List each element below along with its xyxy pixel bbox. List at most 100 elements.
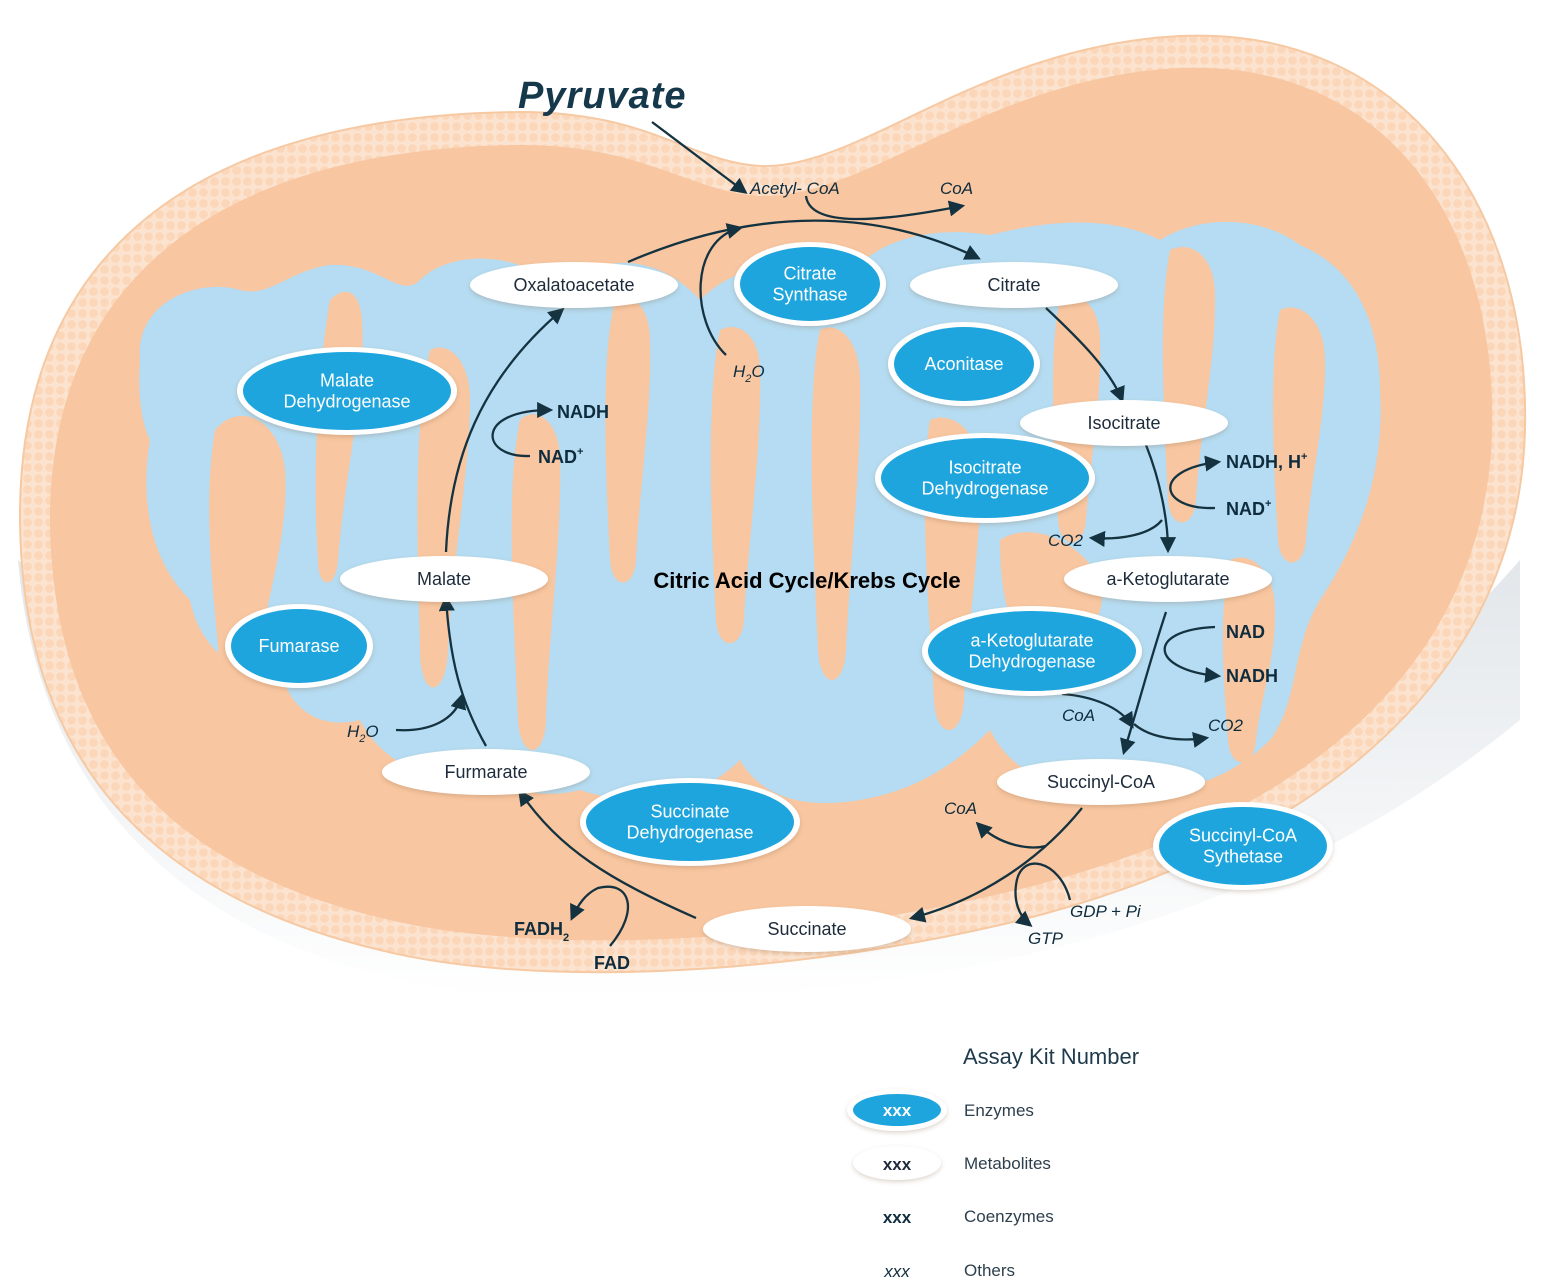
nadh-malate-label: NADH <box>557 402 609 422</box>
co2-akg-label: CO2 <box>1208 716 1244 735</box>
enzyme-pill <box>231 609 367 683</box>
enzyme-label: Dehydrogenase <box>968 652 1095 672</box>
metabolite-label: Furmarate <box>444 762 527 782</box>
coa-top-label: CoA <box>940 179 973 198</box>
enzyme-pill <box>894 327 1034 401</box>
fadh2-sub: 2 <box>563 932 569 944</box>
cycle-arrows <box>395 121 1222 947</box>
metabolite-oxaloacetate: Oxalatoacetate <box>470 262 678 308</box>
nad-malate-sup: + <box>577 446 583 458</box>
h2o-top-label: H2O <box>733 362 765 385</box>
legend-metabolite-label: Metabolites <box>964 1154 1051 1173</box>
fadh2-label: FADH2 <box>514 919 569 944</box>
nadh-akg-label: NADH <box>1226 666 1278 686</box>
nad-malate-text: NAD <box>538 447 577 467</box>
enzyme-nodes: CitrateSynthaseAconitaseIsocitrateDehydr… <box>225 242 1333 890</box>
metabolite-label: Malate <box>417 569 471 589</box>
enzyme-fumarase: Fumarase <box>225 604 373 688</box>
metabolite-furmarate: Furmarate <box>382 749 590 795</box>
enzyme-pill <box>586 783 794 861</box>
enzyme-label: Dehydrogenase <box>626 823 753 843</box>
enzyme-label: Fumarase <box>258 636 339 656</box>
metabolite-citrate: Citrate <box>910 262 1118 308</box>
acetyl-coa-label: Acetyl- CoA <box>749 179 840 198</box>
legend-coenzyme-label: Coenzymes <box>964 1207 1054 1226</box>
nad-iso-sup: + <box>1265 498 1271 510</box>
enzyme-label: Dehydrogenase <box>921 479 1048 499</box>
metabolite-pill <box>910 262 1118 308</box>
fad-label: FAD <box>594 953 630 973</box>
nad-akg-label: NAD <box>1226 622 1265 642</box>
legend-enzyme-label: Enzymes <box>964 1101 1034 1120</box>
h2o-top-sub: 2 <box>744 373 751 385</box>
enzyme-label: Sythetase <box>1203 847 1283 867</box>
enzyme-pill <box>881 438 1089 518</box>
coa-succinyl-label: CoA <box>944 799 977 818</box>
metabolite-label: Oxalatoacetate <box>513 275 634 295</box>
h2o-fum-h: H <box>347 722 360 741</box>
legend-enzyme-fill <box>853 1094 941 1126</box>
enzyme-label: Citrate <box>783 264 836 284</box>
nad-iso-text: NAD <box>1226 499 1265 519</box>
pyruvate-label: Pyruvate <box>518 75 687 117</box>
nad-malate-label: NAD+ <box>538 446 583 467</box>
metabolite-pill <box>1064 556 1272 602</box>
enzyme-label: a-Ketoglutarate <box>970 631 1093 651</box>
h2o-fum-label: H2O <box>347 722 379 745</box>
enzyme-label: Succinate <box>650 802 729 822</box>
enzyme-label: Succinyl-CoA <box>1189 826 1297 846</box>
nadh-h-iso-sup: + <box>1301 451 1307 463</box>
legend-metabolite-swatch <box>853 1146 941 1180</box>
fadh2-text: FADH <box>514 919 563 939</box>
metabolite-label: Isocitrate <box>1087 413 1160 433</box>
enzyme-label: Synthase <box>772 285 847 305</box>
metabolite-label: a-Ketoglutarate <box>1106 569 1229 589</box>
metabolite-pill <box>703 906 911 952</box>
metabolite-pill <box>340 556 548 602</box>
h2o-top-h: H <box>733 362 746 381</box>
metabolite-pill <box>997 759 1205 805</box>
legend-coenzyme-sample: xxx <box>883 1208 912 1227</box>
metabolite-label: Succinate <box>767 919 846 939</box>
metabolite-succinate: Succinate <box>703 906 911 952</box>
metabolite-isocitrate: Isocitrate <box>1020 400 1228 446</box>
legend: Assay Kit Number xxx Enzymes xxx Metabol… <box>847 1044 1139 1281</box>
metabolite-label: Citrate <box>987 275 1040 295</box>
enzyme-label: Malate <box>320 371 374 391</box>
co2-iso-label: CO2 <box>1048 531 1084 550</box>
enzyme-aconitase: Aconitase <box>888 322 1040 406</box>
legend-other-sample: xxx <box>883 1262 910 1281</box>
enzyme-pill <box>243 352 451 430</box>
enzyme-label: Isocitrate <box>948 458 1021 478</box>
nadh-h-iso-text: NADH, H <box>1226 452 1301 472</box>
gtp-label: GTP <box>1028 929 1064 948</box>
legend-title: Assay Kit Number <box>963 1044 1139 1069</box>
h2o-fum-sub: 2 <box>358 733 365 745</box>
h2o-top-o: O <box>751 362 764 381</box>
enzyme-label: Dehydrogenase <box>283 392 410 412</box>
enzyme-pill <box>928 611 1136 691</box>
metabolite-a-ketoglutarate: a-Ketoglutarate <box>1064 556 1272 602</box>
h2o-fum-o: O <box>365 722 378 741</box>
metabolite-pill <box>470 262 678 308</box>
coa-akg-label: CoA <box>1062 706 1095 725</box>
legend-metabolite-sample: xxx <box>883 1155 912 1174</box>
enzyme-pill <box>1159 807 1327 885</box>
legend-enzyme-sample: xxx <box>883 1101 912 1120</box>
metabolite-pill <box>382 749 590 795</box>
enzyme-pill <box>740 247 880 321</box>
nadh-h-iso-label: NADH, H+ <box>1226 451 1307 472</box>
diagram-title: Citric Acid Cycle/Krebs Cycle <box>653 568 960 593</box>
enzyme-label: Aconitase <box>924 354 1003 374</box>
gdp-pi-label: GDP + Pi <box>1070 902 1142 921</box>
legend-other-label: Others <box>964 1261 1015 1280</box>
metabolite-pill <box>1020 400 1228 446</box>
metabolite-label: Succinyl-CoA <box>1047 772 1155 792</box>
